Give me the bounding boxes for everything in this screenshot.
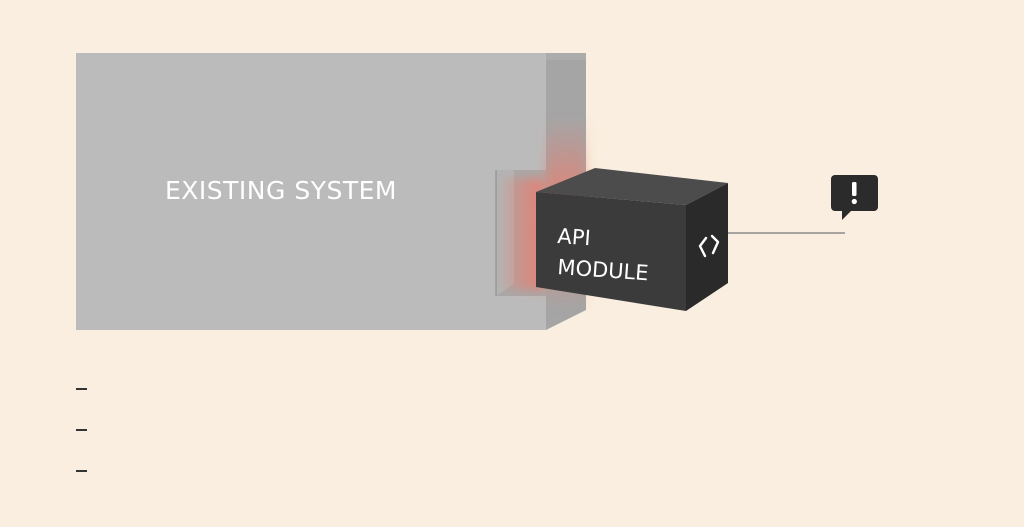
- api-module-side-face: [686, 183, 728, 311]
- exclamation-speech-bubble-icon[interactable]: [831, 175, 878, 220]
- existing-system-top-bevel: [546, 53, 586, 60]
- alert-exclamation-bar: [852, 182, 857, 196]
- existing-system-label: EXISTING SYSTEM: [165, 176, 397, 205]
- bullet-dash-2: [76, 429, 87, 431]
- existing-system-block: EXISTING SYSTEM: [76, 53, 586, 330]
- alert-exclamation-dot: [851, 198, 857, 205]
- bullet-dash-3: [76, 470, 87, 472]
- api-module-cube[interactable]: API MODULE: [536, 168, 728, 311]
- existing-system-front-face: [76, 53, 546, 330]
- bullet-dash-1: [76, 388, 87, 390]
- api-module-front-face: [536, 192, 686, 311]
- code-brackets-icon: [698, 234, 720, 258]
- api-module-label-line1: API: [557, 224, 592, 250]
- api-module-top-face: [536, 168, 728, 205]
- alert-bubble-tail: [842, 210, 852, 220]
